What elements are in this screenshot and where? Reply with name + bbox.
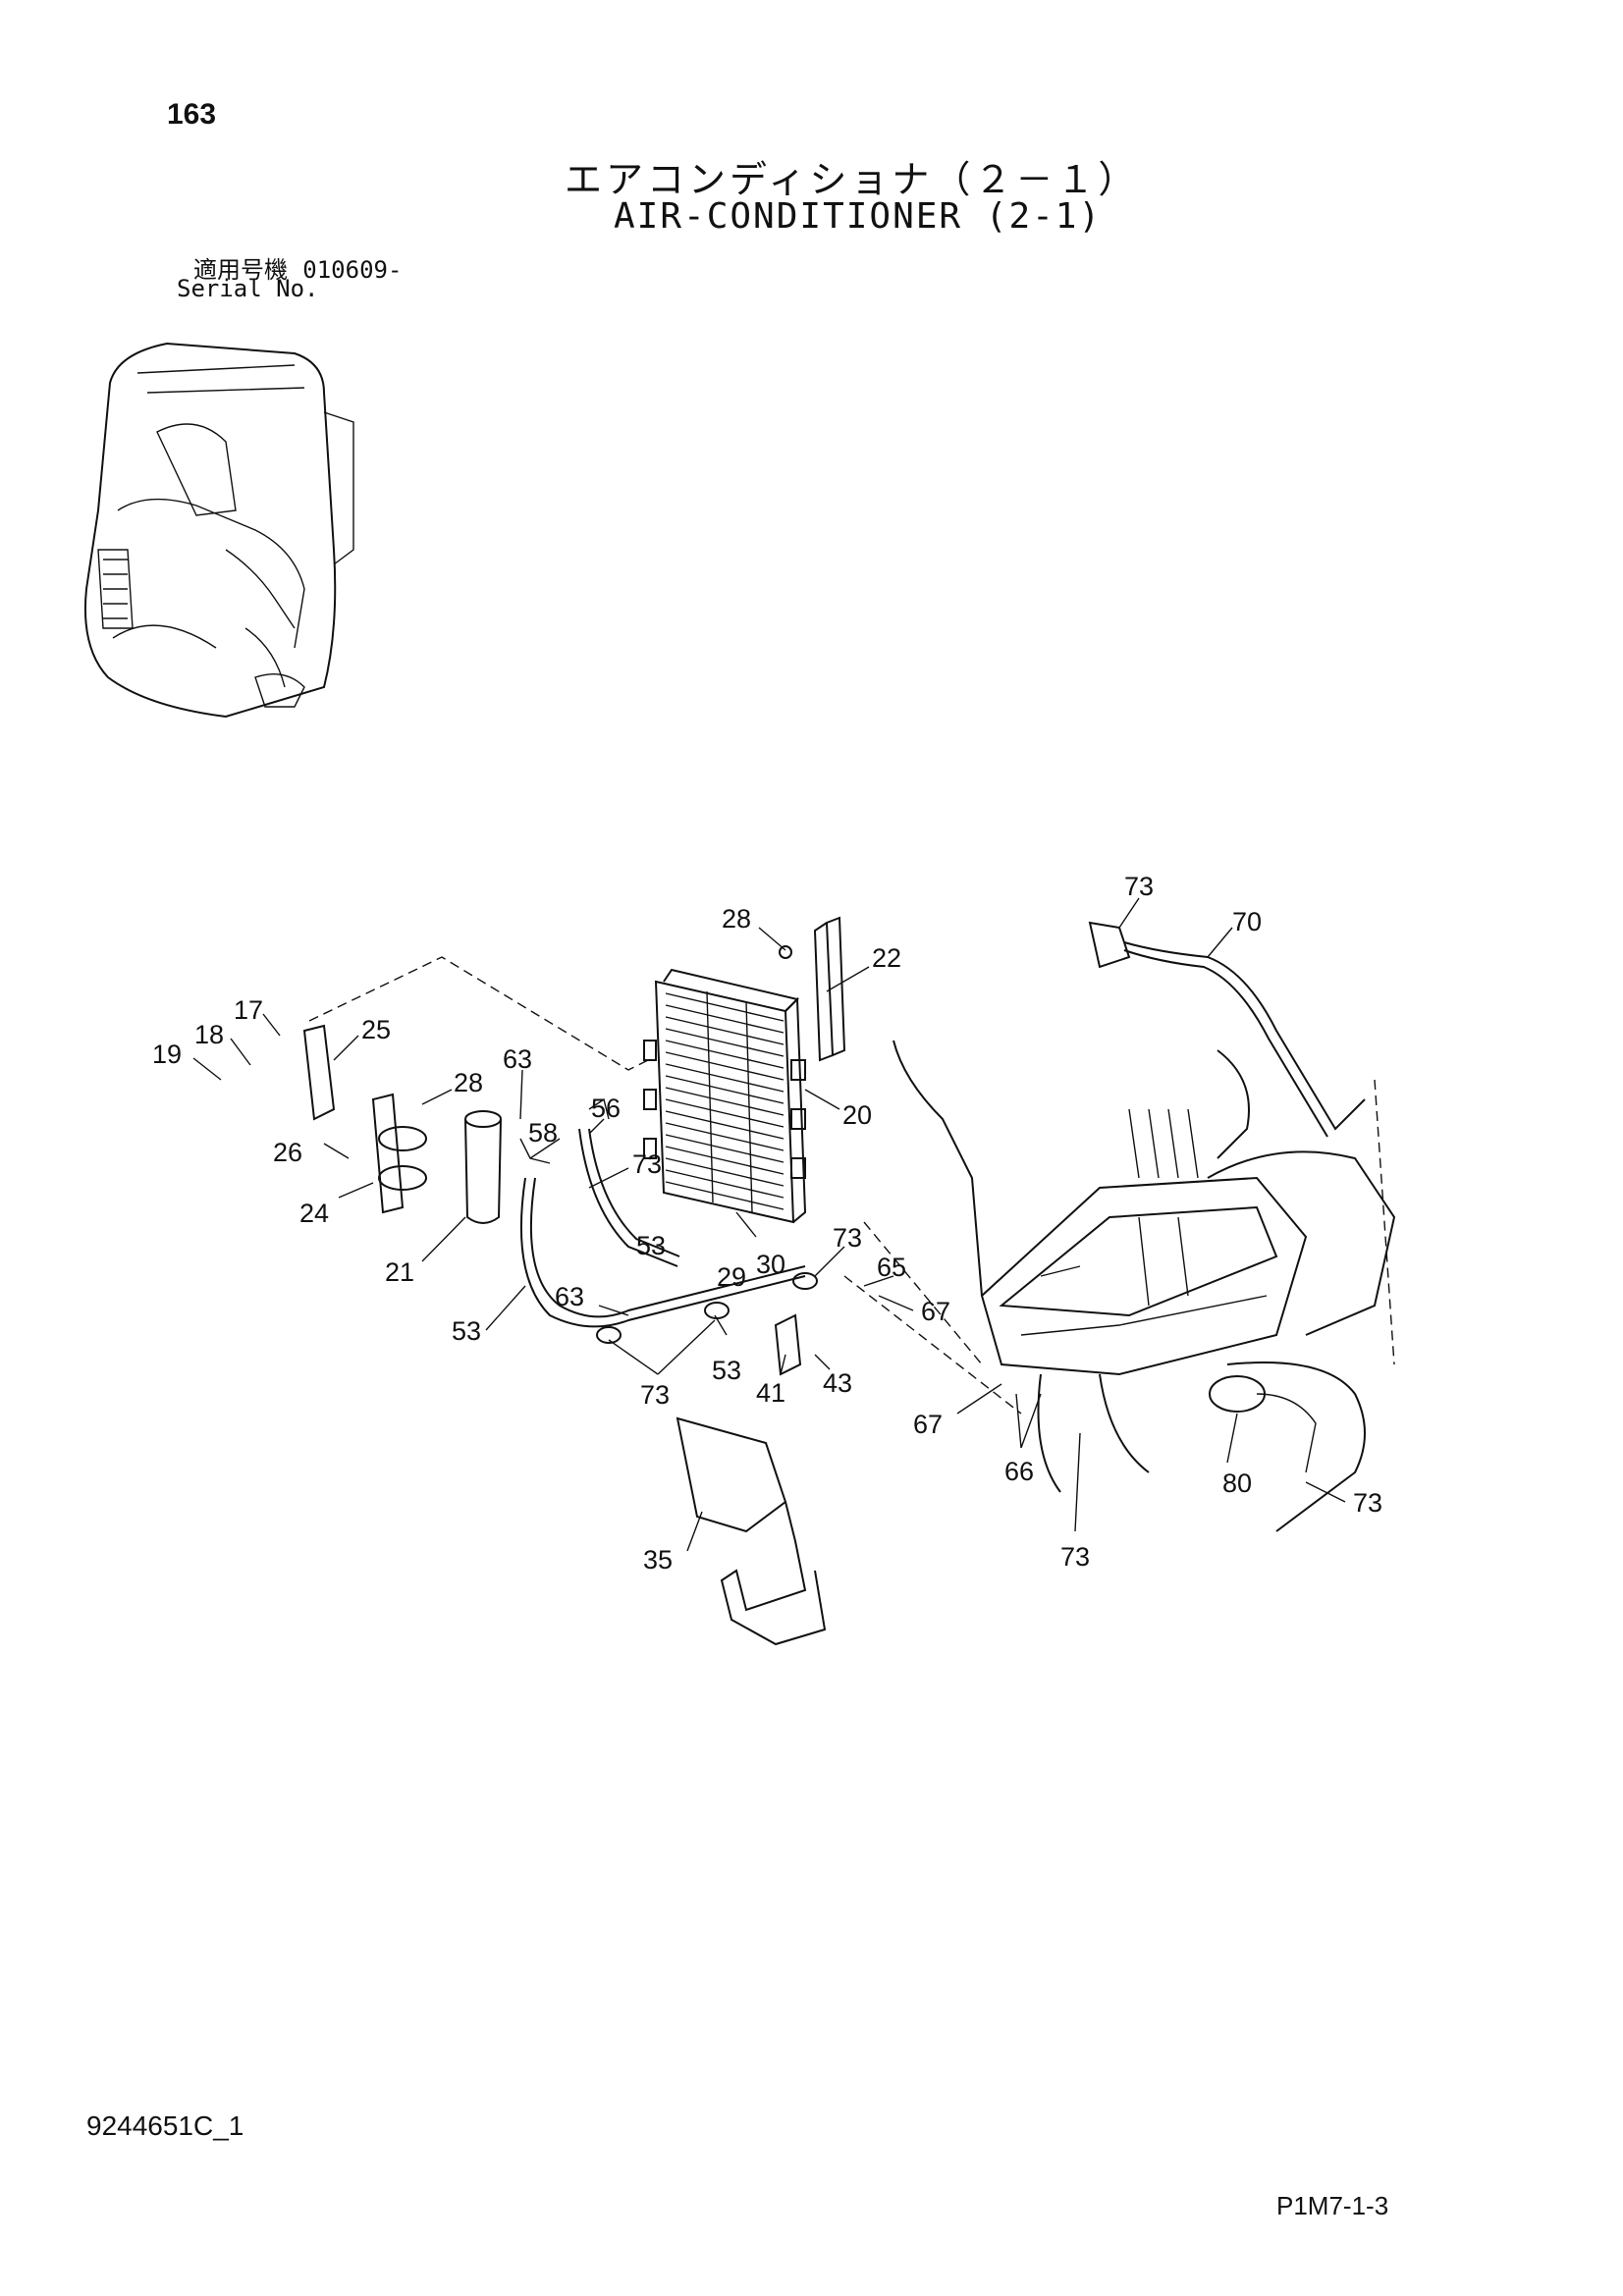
reference-line-bracket (308, 956, 649, 1071)
part-callout: 73 (1124, 872, 1154, 901)
bracket-22 (813, 916, 846, 1062)
part-callout: 53 (452, 1316, 481, 1346)
part-callout: 30 (756, 1250, 785, 1279)
part-callout: 43 (823, 1368, 852, 1398)
part-callout: 66 (1004, 1457, 1034, 1486)
hose-53-b (578, 1128, 678, 1267)
part-callout: 25 (361, 1015, 391, 1044)
serial-label-jp-text: 適用号機 (193, 256, 288, 284)
page-number: 163 (167, 98, 217, 131)
part-callout: 20 (842, 1100, 872, 1130)
page-title-japanese: エアコンディショナ（２－１） (565, 158, 1140, 201)
serial-label-english: Serial No. (177, 275, 319, 302)
part-callout: 73 (833, 1223, 862, 1253)
serial-label-japanese: 適用号機 010609- (193, 250, 402, 285)
part-callout: 29 (717, 1262, 746, 1292)
part-callout: 26 (273, 1138, 302, 1167)
part-callout: 73 (640, 1380, 670, 1410)
part-callout: 53 (712, 1356, 741, 1385)
part-callout: 56 (591, 1094, 621, 1123)
part-callout: 41 (756, 1378, 785, 1408)
part-callout: 67 (921, 1297, 950, 1326)
part-callout: 67 (913, 1410, 943, 1439)
part-callout: 28 (722, 904, 751, 934)
part-callout: 28 (454, 1068, 483, 1097)
part-callout: 70 (1232, 907, 1262, 936)
sheet-code: P1M7-1-3 (1276, 2191, 1389, 2220)
leader-lines (192, 897, 1346, 1552)
condenser-assembly (643, 968, 807, 1224)
part-callout: 24 (299, 1199, 329, 1228)
part-callout: 35 (643, 1545, 673, 1575)
receiver-dryer (464, 1110, 502, 1224)
part-callout: 63 (555, 1282, 584, 1311)
part-callout: 58 (528, 1118, 558, 1148)
part-callout: 53 (636, 1231, 666, 1260)
part-callouts: 28 22 17 18 19 25 28 63 56 58 73 20 26 2… (152, 872, 1382, 1575)
part-callout: 19 (152, 1040, 182, 1069)
mounting-plate-35 (676, 1416, 827, 1646)
document-id: 9244651C_1 (86, 2110, 244, 2141)
serial-number-value: 010609- (302, 256, 403, 284)
part-callout: 63 (503, 1044, 532, 1074)
harness-80 (1209, 1375, 1266, 1413)
hose-53-a (519, 1177, 806, 1328)
part-callout: 18 (194, 1020, 224, 1049)
receiver-bracket (302, 1024, 427, 1214)
hvac-unit (893, 1040, 1396, 1532)
page-title-english: AIR-CONDITIONER (2-1) (614, 196, 1103, 237)
part-callout: 21 (385, 1257, 414, 1287)
hose-70 (1123, 941, 1366, 1131)
part-callout: 22 (872, 943, 901, 973)
part-callout: 73 (632, 1149, 662, 1179)
part-callout: 65 (877, 1253, 906, 1282)
part-callout: 80 (1222, 1468, 1252, 1498)
part-callout: 17 (234, 995, 263, 1025)
part-callout: 73 (1060, 1542, 1090, 1572)
cab-overview-illustration (83, 342, 354, 719)
bracket-41 (774, 1313, 802, 1376)
part-callout: 73 (1353, 1488, 1382, 1518)
